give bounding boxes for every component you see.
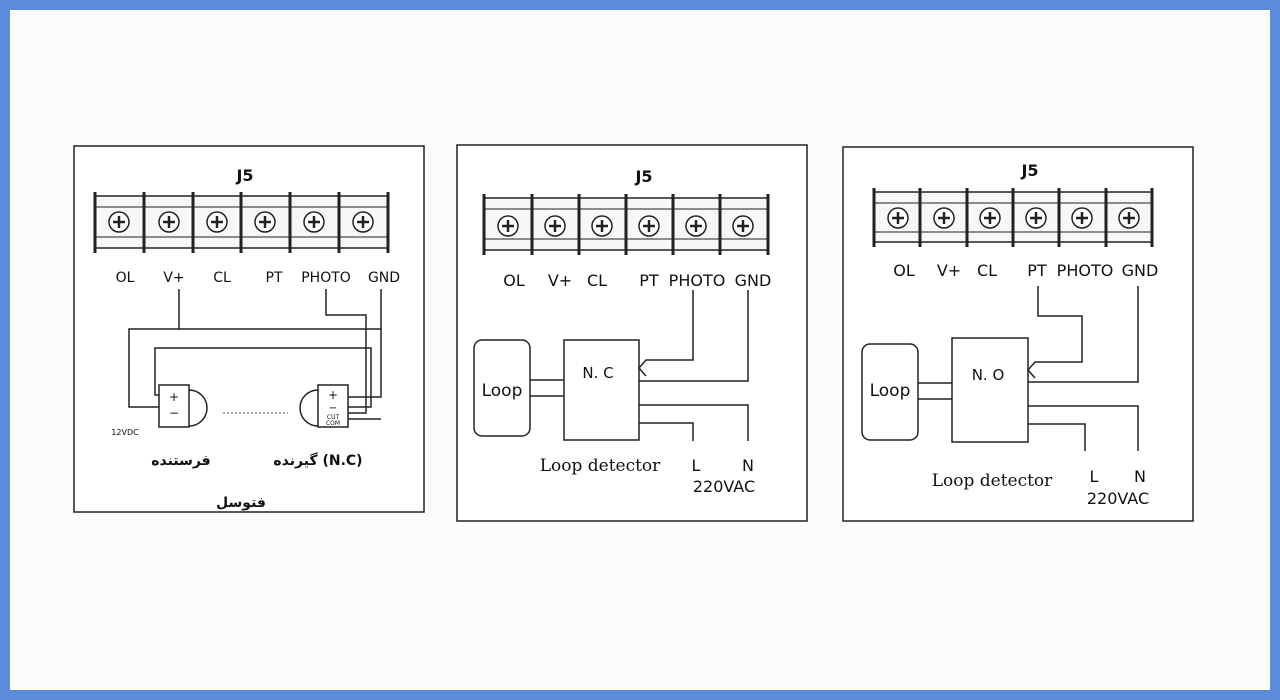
receiver: + − CUT COM گیرنده (N.C) xyxy=(273,384,363,469)
terminal-label-pt: PT xyxy=(266,270,283,286)
terminal-label-vplus: V+ xyxy=(937,261,961,280)
contact-label: N. O xyxy=(972,366,1005,384)
detector-wires xyxy=(1027,286,1139,451)
loop-detector-box: N. C Loop detector xyxy=(540,339,661,476)
terminal-label-cl: CL xyxy=(213,270,231,286)
line-label: L xyxy=(692,456,701,475)
loop-detector-label: Loop detector xyxy=(540,456,661,476)
supply-label: 220VAC xyxy=(693,477,755,496)
terminal-label-gnd: GND xyxy=(735,271,772,290)
terminal-label-cl: CL xyxy=(977,261,997,280)
transmitter: + − 12VDC فرستنده xyxy=(111,384,211,469)
diagram-canvas: J5 OL V+ CL xyxy=(10,10,1270,690)
transmitter-label: فرستنده xyxy=(151,453,210,469)
neutral-label: N xyxy=(742,456,754,475)
loop-label: Loop xyxy=(870,381,911,401)
terminal-label-gnd: GND xyxy=(368,270,400,286)
loop-wires xyxy=(918,382,952,400)
transmitter-minus: − xyxy=(169,406,179,420)
connector-label: J5 xyxy=(1020,161,1038,180)
receiver-label: گیرنده (N.C) xyxy=(273,452,362,469)
terminal-label-pt: PT xyxy=(639,271,659,290)
terminal-label-vplus: V+ xyxy=(548,271,572,290)
terminal-label-ol: OL xyxy=(893,261,915,280)
loop-detector-nc-panel: J5 OL V+ CL PT PH xyxy=(456,144,808,522)
loop-label: Loop xyxy=(482,381,523,401)
terminal-block xyxy=(482,194,770,255)
photocell-caption: فتوسل xyxy=(216,495,266,511)
supply-label: 220VAC xyxy=(1087,489,1149,508)
terminal-label-photo: PHOTO xyxy=(1057,261,1114,280)
loop-box: Loop xyxy=(861,343,919,441)
transmitter-plus: + xyxy=(169,390,179,404)
neutral-label: N xyxy=(1134,467,1146,486)
terminal-label-cl: CL xyxy=(587,271,607,290)
loop-wires xyxy=(530,379,564,397)
loop-box: Loop xyxy=(473,339,531,437)
receiver-cut: CUT xyxy=(327,414,340,421)
terminal-label-ol: OL xyxy=(503,271,525,290)
line-label: L xyxy=(1090,467,1099,486)
terminal-label-ol: OL xyxy=(116,270,135,286)
photocell-wiring-panel: J5 OL V+ CL xyxy=(73,145,425,513)
contact-label: N. C xyxy=(582,364,613,382)
terminal-label-photo: PHOTO xyxy=(669,271,726,290)
photocell-wires xyxy=(128,289,382,420)
terminal-block xyxy=(872,188,1154,247)
connector-label: J5 xyxy=(235,166,253,185)
transmitter-voltage: 12VDC xyxy=(111,428,139,437)
receiver-plus: + xyxy=(328,388,338,402)
loop-detector-no-panel: J5 OL V+ CL PT PH xyxy=(842,146,1194,522)
terminal-label-pt: PT xyxy=(1027,261,1047,280)
receiver-minus: − xyxy=(329,403,337,414)
terminal-label-gnd: GND xyxy=(1122,261,1159,280)
loop-detector-box: N. O Loop detector xyxy=(932,337,1053,491)
loop-detector-label: Loop detector xyxy=(932,471,1053,491)
terminal-block xyxy=(93,192,390,253)
connector-label: J5 xyxy=(634,167,652,186)
detector-wires xyxy=(638,290,749,441)
receiver-com: COM xyxy=(326,420,340,427)
terminal-label-vplus: V+ xyxy=(163,270,184,286)
terminal-label-photo: PHOTO xyxy=(301,270,351,286)
